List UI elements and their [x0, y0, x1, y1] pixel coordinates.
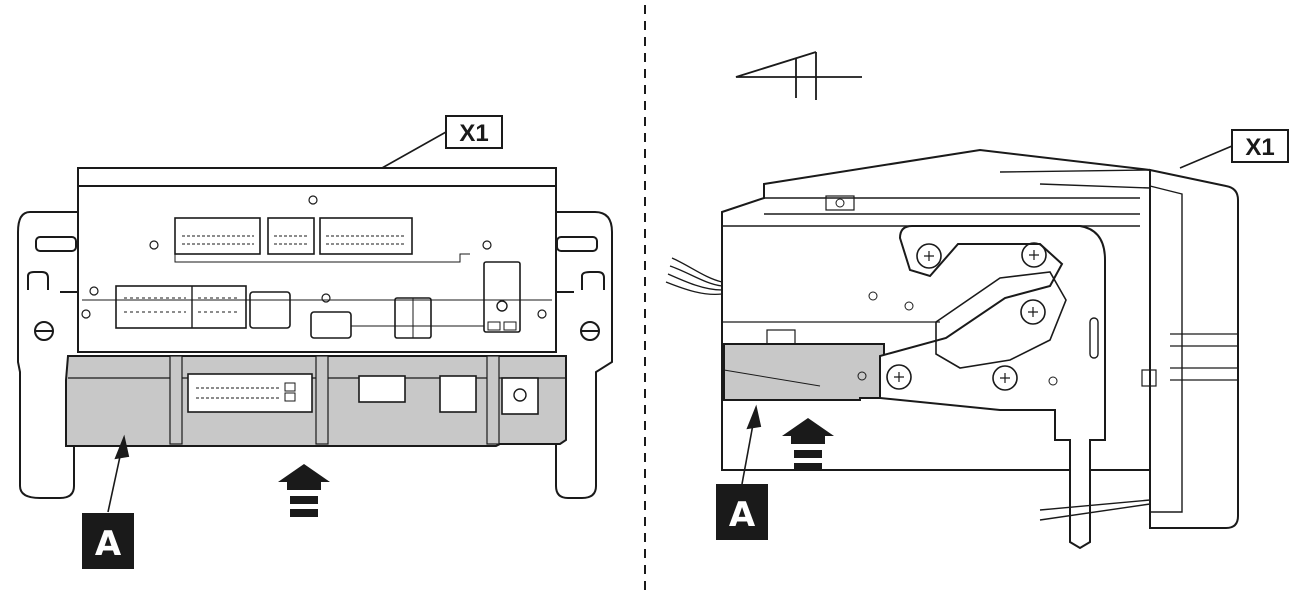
bracket-slot-left [35, 236, 77, 252]
arrow-up-icon [782, 418, 834, 471]
label-x1-front: X1 [459, 120, 488, 147]
bracket-tab-left [27, 271, 49, 290]
connector-4 [115, 285, 247, 329]
leader-x1-right [1179, 145, 1233, 169]
front-bezel [1149, 168, 1239, 529]
head-unit-top [77, 167, 557, 187]
arrow-up-icon [278, 464, 330, 517]
label-x1-side: X1 [1245, 134, 1274, 161]
leader-x1-left [381, 131, 447, 169]
label-a-side: A [729, 495, 756, 535]
bracket-tab-right [581, 271, 605, 290]
side-view [665, 51, 1239, 550]
connector-6 [310, 311, 352, 339]
head-unit-body [77, 185, 557, 353]
front-view [17, 131, 613, 513]
bracket-slot-right [556, 236, 598, 252]
label-a-front: A [95, 524, 122, 564]
screw-icon [81, 195, 547, 319]
screw-icon [857, 242, 1058, 391]
side-bracket [879, 225, 1106, 550]
module-a-connector-2 [358, 375, 406, 403]
connector-5 [249, 291, 291, 329]
connector-2 [267, 217, 315, 255]
module-a-side [723, 343, 885, 401]
module-a-connector-4 [501, 377, 539, 415]
connector-1 [174, 217, 261, 255]
module-a-connector-3 [439, 375, 477, 413]
connector-3 [319, 217, 413, 255]
bracket-hole-left [34, 321, 54, 341]
connector-8 [483, 261, 521, 333]
view-direction-icon [735, 51, 862, 100]
bracket-hole-right [580, 321, 600, 341]
